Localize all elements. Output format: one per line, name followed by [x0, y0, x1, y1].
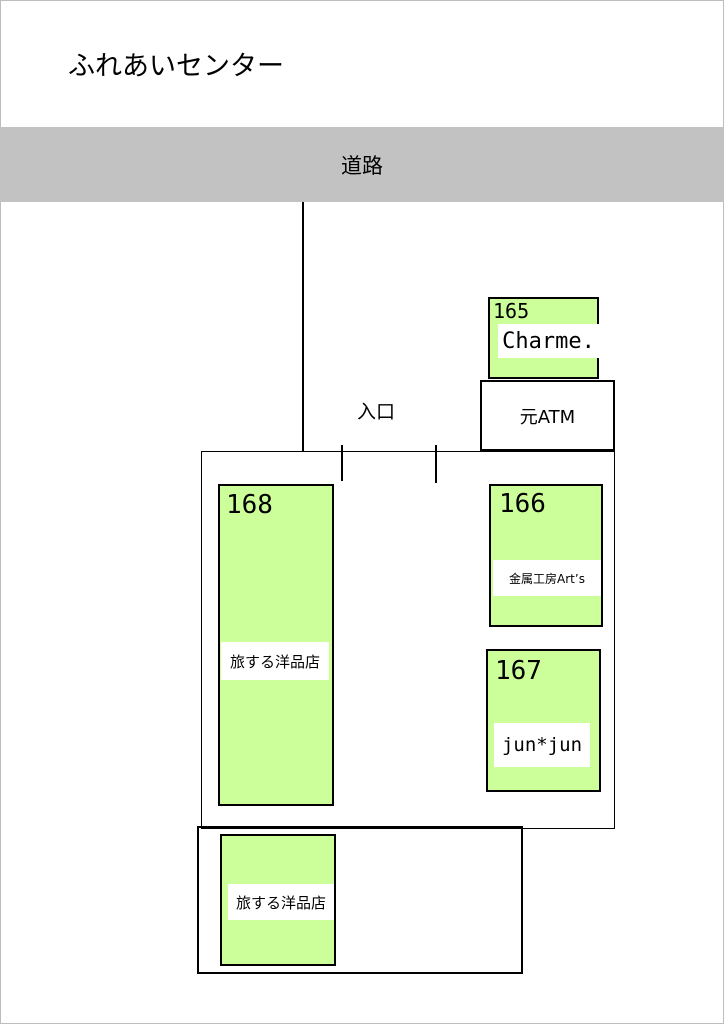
entrance-label: 入口	[357, 401, 396, 423]
stall-number: 165	[493, 299, 530, 323]
atm-label: 元ATM	[519, 406, 576, 428]
door-mark-right	[435, 445, 437, 483]
stall-number: 166	[499, 489, 546, 519]
building-main	[201, 451, 615, 829]
stall-168: 168 旅する洋品店	[218, 484, 334, 806]
stall-number: 167	[495, 656, 542, 686]
stall-number: 168	[226, 490, 273, 520]
stall-name: Charme.	[498, 324, 599, 358]
stall-165: 165 Charme.	[488, 297, 599, 379]
road: 道路	[0, 127, 724, 202]
stall-167: 167 jun*jun	[486, 649, 601, 792]
stall-name: 旅する洋品店	[221, 642, 329, 680]
stall-166: 166 金属工房Art’s	[489, 484, 603, 627]
former-atm-box: 元ATM	[480, 380, 615, 451]
door-mark-left	[341, 445, 343, 481]
path-line	[302, 202, 304, 452]
stall-name: 金属工房Art’s	[493, 560, 601, 596]
building-annex	[197, 826, 523, 974]
road-label: 道路	[341, 153, 383, 178]
page-title: ふれあいセンター	[68, 51, 284, 82]
stall-annex: 旅する洋品店	[220, 834, 336, 966]
stall-name: 旅する洋品店	[228, 884, 334, 920]
stall-name: jun*jun	[494, 723, 590, 767]
